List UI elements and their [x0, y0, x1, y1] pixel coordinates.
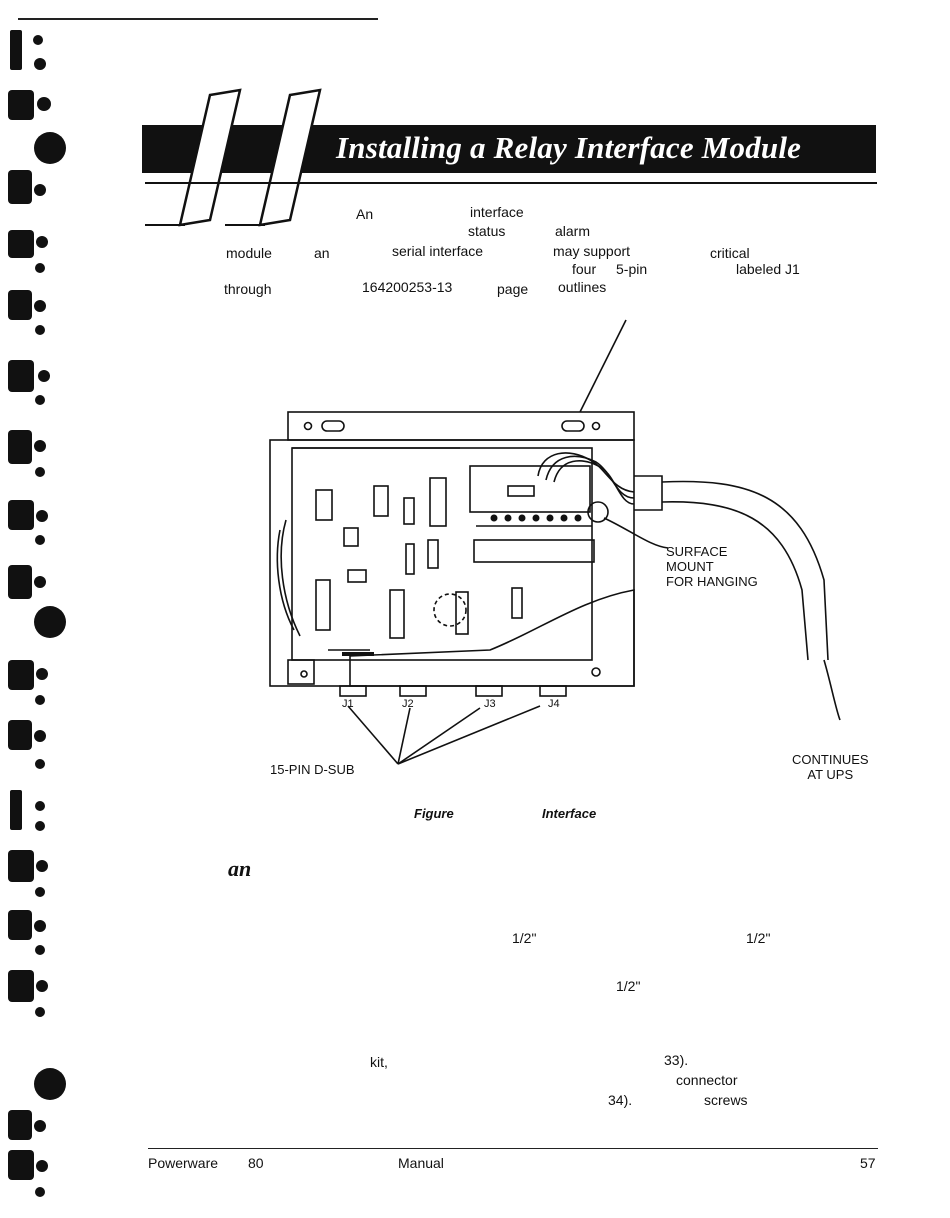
footer-rule — [148, 1148, 878, 1149]
continues-line: AT UPS — [807, 767, 854, 782]
relay-interface-figure: SURFACE MOUNT FOR HANGING J1 J2 J3 J4 15… — [250, 300, 900, 810]
body-fragment: 34). — [608, 1092, 633, 1108]
chapter-title: Installing a Relay Interface Module — [336, 130, 802, 165]
chapter-number-art — [142, 88, 876, 227]
connector-j4-label: J4 — [548, 698, 560, 710]
intro-fragment: critical — [710, 245, 750, 261]
intro-fragment: An — [356, 206, 374, 222]
body-fragment: 33). — [664, 1052, 689, 1068]
footer-manual: Manual — [398, 1155, 444, 1171]
relay-module-drawing — [269, 319, 841, 765]
dsub-label: 15-PIN D-SUB — [270, 762, 355, 777]
surface-mount-line: SURFACE — [666, 544, 728, 559]
intro-fragment: serial interface — [392, 243, 484, 259]
intro-fragment: page — [497, 281, 529, 297]
title-rule — [145, 182, 877, 184]
body-fragment: 1/2" — [512, 930, 537, 946]
body-fragment: connector — [676, 1072, 738, 1088]
caption-fragment: Interface — [542, 806, 597, 821]
body-fragment: 1/2" — [746, 930, 771, 946]
top-rule — [18, 18, 378, 20]
intro-fragment: 5-pin — [616, 261, 648, 277]
connector-j2-label: J2 — [402, 698, 414, 710]
continues-line: CONTINUES — [792, 752, 869, 767]
body-fragment: kit, — [370, 1054, 388, 1070]
caption-fragment: Figure — [414, 806, 454, 821]
intro-fragment: module — [226, 245, 272, 261]
intro-fragment: outlines — [558, 279, 607, 295]
intro-fragment: labeled J1 — [736, 261, 800, 277]
intro-fragment: an — [314, 245, 330, 261]
page-number: 57 — [860, 1155, 876, 1171]
intro-fragment: through — [224, 281, 272, 297]
footer-model: 80 — [248, 1155, 264, 1171]
body-fragment-an: an — [228, 856, 252, 881]
continues-label: CONTINUES AT UPS — [792, 752, 869, 782]
intro-fragment: 164200253-13 — [362, 279, 453, 295]
surface-mount-line: MOUNT — [666, 559, 714, 574]
intro-fragment: may support — [553, 243, 631, 259]
connector-j1-label: J1 — [342, 698, 354, 710]
intro-fragment: alarm — [555, 223, 591, 239]
body-fragment: screws — [704, 1092, 748, 1108]
footer-brand: Powerware — [148, 1155, 219, 1171]
surface-mount-label: SURFACE MOUNT FOR HANGING — [666, 544, 758, 589]
connector-j3-label: J3 — [484, 698, 496, 710]
binding-holes-decoration — [8, 30, 66, 1197]
intro-fragment: interface — [470, 204, 524, 220]
intro-fragment: four — [572, 261, 597, 277]
intro-fragment: status — [468, 223, 506, 239]
surface-mount-line: FOR HANGING — [666, 574, 758, 589]
body-fragment: 1/2" — [616, 978, 641, 994]
